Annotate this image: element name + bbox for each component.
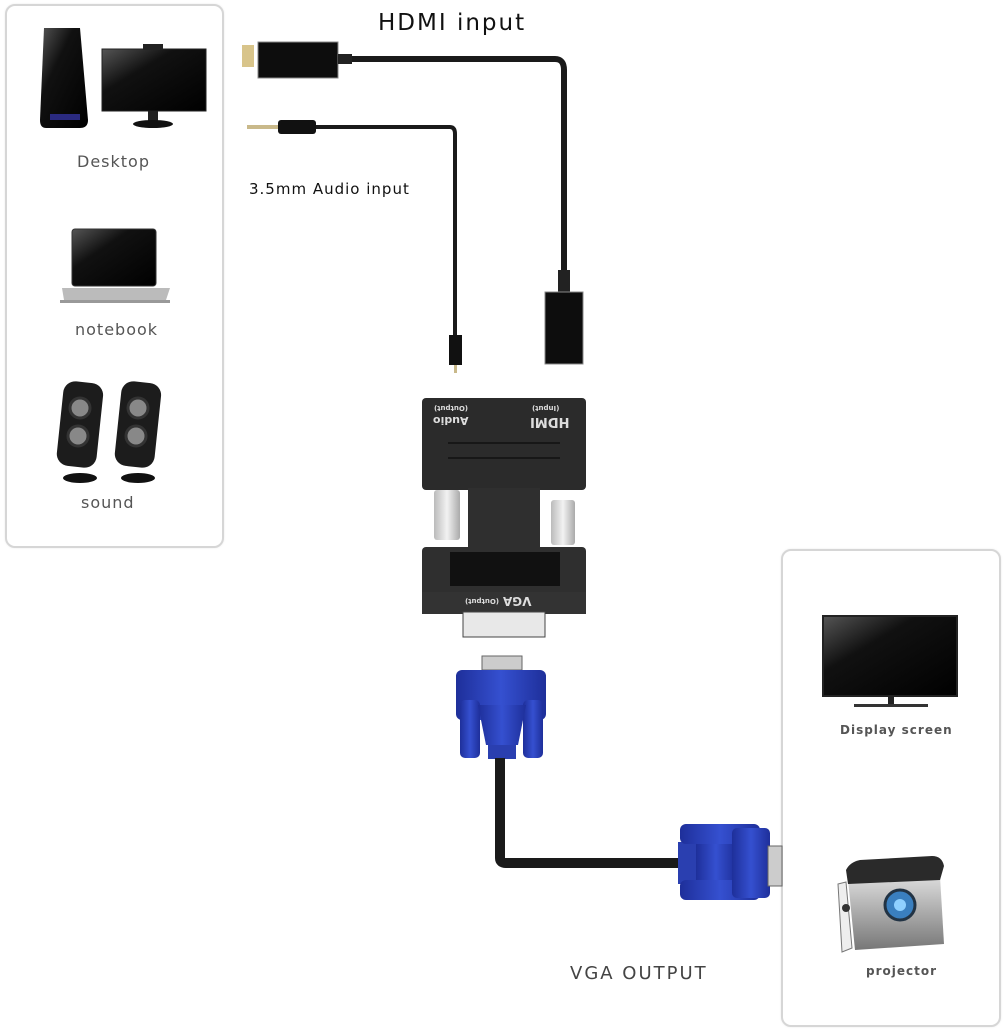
speakers-icon	[56, 381, 162, 483]
adapter-port-vga-sublabel: (Output)	[465, 597, 500, 605]
hdmi-input-title: HDMI input	[378, 10, 527, 36]
device-label-notebook: notebook	[75, 320, 159, 339]
adapter-port-audio-label: Audio	[433, 414, 469, 427]
device-label-display-screen: Display screen	[840, 723, 953, 737]
adapter-port-hdmi-label: HDMI	[530, 414, 570, 429]
audio-cable	[247, 120, 462, 373]
device-label-projector: projector	[866, 964, 938, 978]
hdmi-cable	[242, 41, 584, 365]
hdmi-to-vga-adapter	[422, 398, 586, 638]
vga-cable	[456, 655, 783, 900]
device-label-desktop: Desktop	[77, 152, 150, 171]
desktop-computer-icon	[40, 28, 207, 128]
audio-input-label: 3.5mm Audio input	[249, 180, 410, 198]
device-label-sound: sound	[81, 493, 135, 512]
vga-output-label: VGA OUTPUT	[570, 963, 708, 984]
projector-icon	[837, 856, 944, 953]
adapter-port-hdmi-sublabel: (Input)	[532, 404, 560, 412]
adapter-port-vga-label: VGA	[503, 594, 532, 608]
adapter-port-audio-sublabel: (Output)	[434, 404, 469, 412]
tv-monitor-icon	[822, 615, 958, 707]
laptop-icon	[60, 228, 170, 303]
